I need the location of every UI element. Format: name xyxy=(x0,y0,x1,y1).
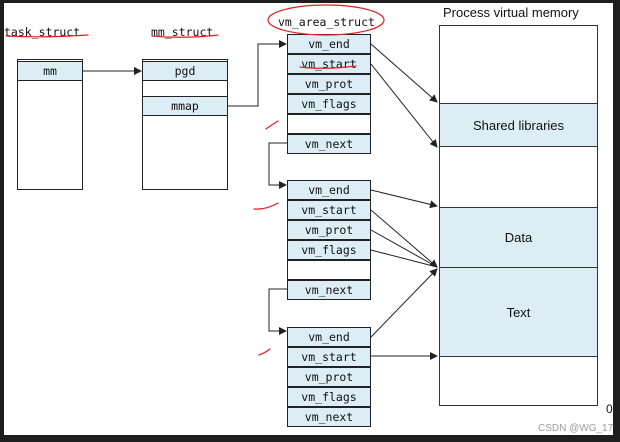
empty-field xyxy=(287,260,371,280)
annotation-underline-vmstart xyxy=(299,65,357,69)
vm-prot-field: vm_prot xyxy=(287,74,371,94)
arrow-vma1-end xyxy=(370,43,438,103)
vm-area-struct-3: vm_end vm_start vm_prot vm_flags vm_next xyxy=(287,327,371,427)
vm-next-field: vm_next xyxy=(287,407,371,427)
arrow-vma2-prot xyxy=(370,229,438,268)
annotation-underline-task xyxy=(5,34,89,38)
vm-end-field: vm_end xyxy=(287,327,371,347)
vm-next-field: vm_next xyxy=(287,134,371,154)
annotation-circle xyxy=(267,4,385,36)
task-struct-label: task_struct xyxy=(4,25,81,39)
arrow-vma1-next xyxy=(268,142,287,189)
vm-area-struct-2: vm_end vm_start vm_prot vm_flags vm_next xyxy=(287,180,371,300)
zero-address-label: 0 xyxy=(606,402,613,416)
arrow-vma1-start xyxy=(370,63,438,148)
watermark: CSDN @WG_17 xyxy=(538,423,614,434)
annotation-underline-mm xyxy=(151,34,219,38)
vm-start-field: vm_start xyxy=(287,200,371,220)
text-region: Text xyxy=(439,267,598,357)
arrows-layer xyxy=(5,4,438,360)
vm-prot-field: vm_prot xyxy=(287,367,371,387)
annotation-tick-3 xyxy=(258,348,271,356)
vm-flags-field: vm_flags xyxy=(287,387,371,407)
mmap-field: mmap xyxy=(142,96,228,116)
arrow-vma2-start xyxy=(370,209,438,268)
virtual-memory-title: Process virtual memory xyxy=(443,5,579,20)
vm-area-struct-1: vm_end vm_start vm_prot vm_flags vm_next xyxy=(287,34,371,154)
mm-field: mm xyxy=(17,61,83,81)
vm-flags-field: vm_flags xyxy=(287,94,371,114)
vm-end-field: vm_end xyxy=(287,34,371,54)
arrow-vma3-end xyxy=(370,268,438,338)
vm-start-field: vm_start xyxy=(287,347,371,367)
vm-flags-field: vm_flags xyxy=(287,240,371,260)
arrow-mmap-to-vma1 xyxy=(228,40,287,107)
arrow-vma2-flags xyxy=(370,249,438,268)
arrow-vma2-end xyxy=(370,189,438,209)
vm-end-field: vm_end xyxy=(287,180,371,200)
vm-prot-field: vm_prot xyxy=(287,220,371,240)
annotation-tick-1 xyxy=(265,120,279,130)
empty-field xyxy=(287,114,371,134)
vm-area-struct-label: vm_area_struct xyxy=(278,15,375,29)
annotation-tick-2 xyxy=(253,202,279,210)
vm-next-field: vm_next xyxy=(287,280,371,300)
shared-libraries-region: Shared libraries xyxy=(439,103,598,147)
diagram-canvas: task_struct mm mm_struct pgd mmap vm_are… xyxy=(4,3,613,435)
arrow-vma2-next xyxy=(268,288,287,335)
pgd-field: pgd xyxy=(142,61,228,81)
mm-struct-label: mm_struct xyxy=(151,25,214,39)
